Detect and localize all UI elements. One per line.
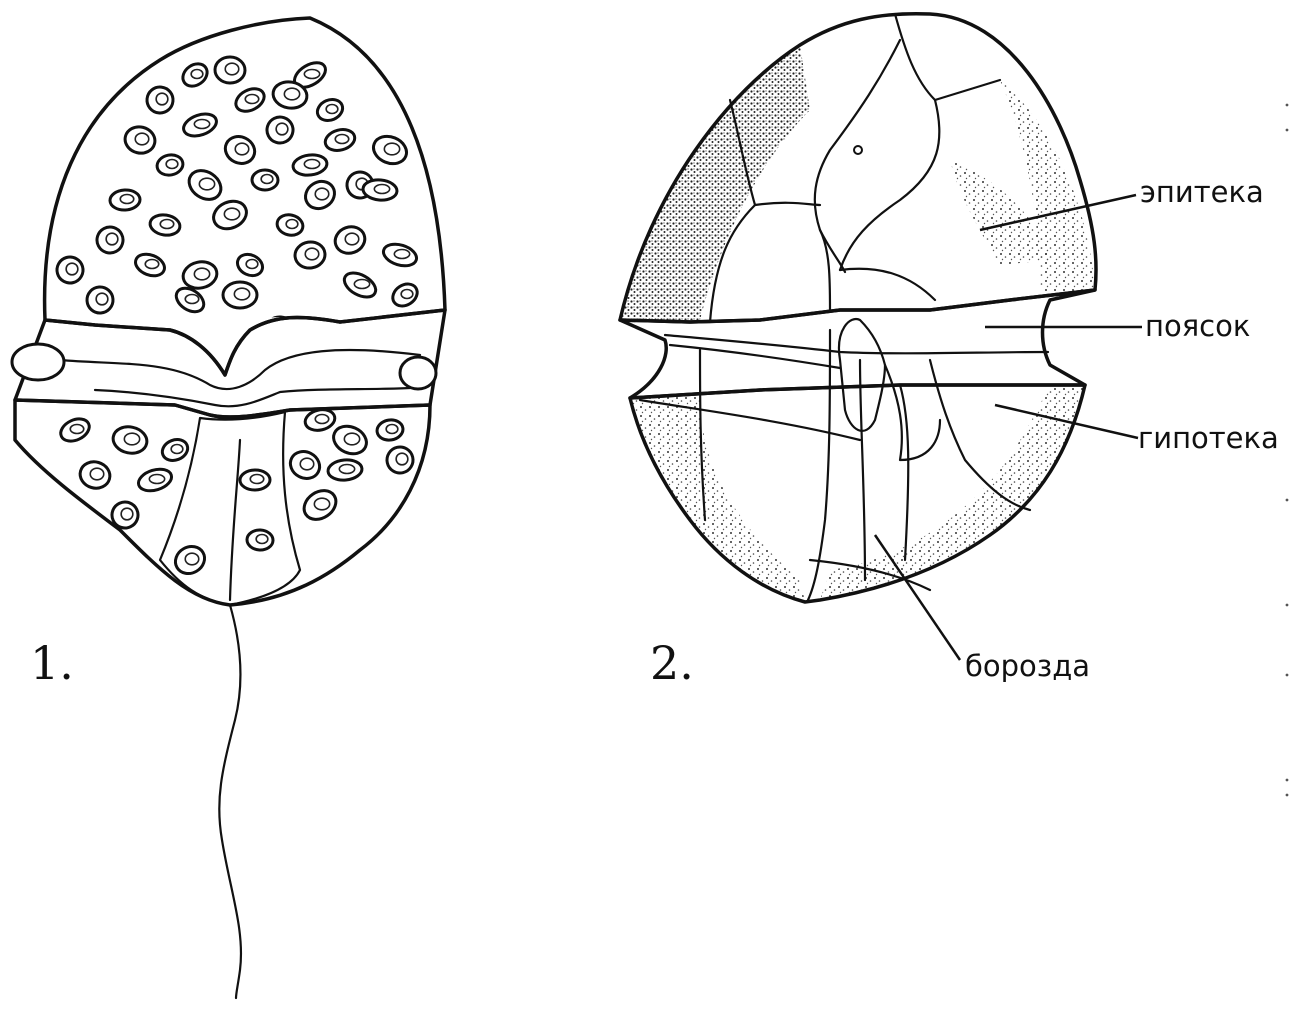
label-hypotheca: гипотека [1138,424,1279,453]
granule [109,189,140,211]
granule [232,84,268,115]
granule [362,179,398,202]
granule [77,458,113,491]
granule [181,110,220,140]
cell-1 [12,18,445,998]
granule [275,212,305,237]
granule [382,442,418,478]
granule [240,470,270,491]
granule [264,114,297,147]
granule [286,446,325,483]
granule [389,280,422,311]
label-epitheca: эпитека [1140,178,1264,207]
granule [299,485,342,526]
granule [179,59,212,90]
granule [223,282,257,308]
cell-1-left-flagellum-loop [12,344,64,380]
granule [221,132,259,169]
margin-dots [1286,104,1289,797]
callout-leaders [875,195,1142,660]
granule [292,153,328,177]
granule [149,213,182,237]
granule [340,268,379,302]
granule [146,86,175,115]
granule [381,240,419,269]
granule [136,465,174,494]
granule [92,222,127,257]
cell-1-girdle-inner [60,350,420,389]
granule [54,254,86,286]
granule [155,153,184,178]
granule [122,124,157,156]
granule [171,541,210,579]
granule [246,529,273,550]
granule [376,418,405,442]
cell-2 [620,14,1096,602]
granule [234,250,266,279]
granule [360,328,399,362]
granule-core [275,323,289,335]
label-girdle: поясок [1145,312,1250,341]
cell-1-trailing-flagellum [219,605,241,998]
granule [184,165,227,206]
cell-1-right-flagellum-loop [400,357,436,389]
granule [132,250,167,279]
granule [86,286,114,314]
granule [111,424,150,457]
figure-number-1: 1. [30,640,74,686]
granule [159,436,190,464]
granule [75,360,104,389]
granule [323,126,357,153]
granule [181,259,220,292]
label-sulcus: борозда [965,652,1090,681]
granule-core [86,368,98,380]
granule [300,176,339,214]
granule [215,56,246,83]
granule [327,459,363,482]
granule [369,132,410,169]
granule [329,421,371,459]
granule [331,223,368,258]
granule [209,196,251,234]
granule-core [374,340,389,349]
granule [314,96,346,125]
granule [293,240,326,270]
granule [252,170,278,190]
granule [57,415,93,446]
figure-number-2: 2. [650,640,694,686]
